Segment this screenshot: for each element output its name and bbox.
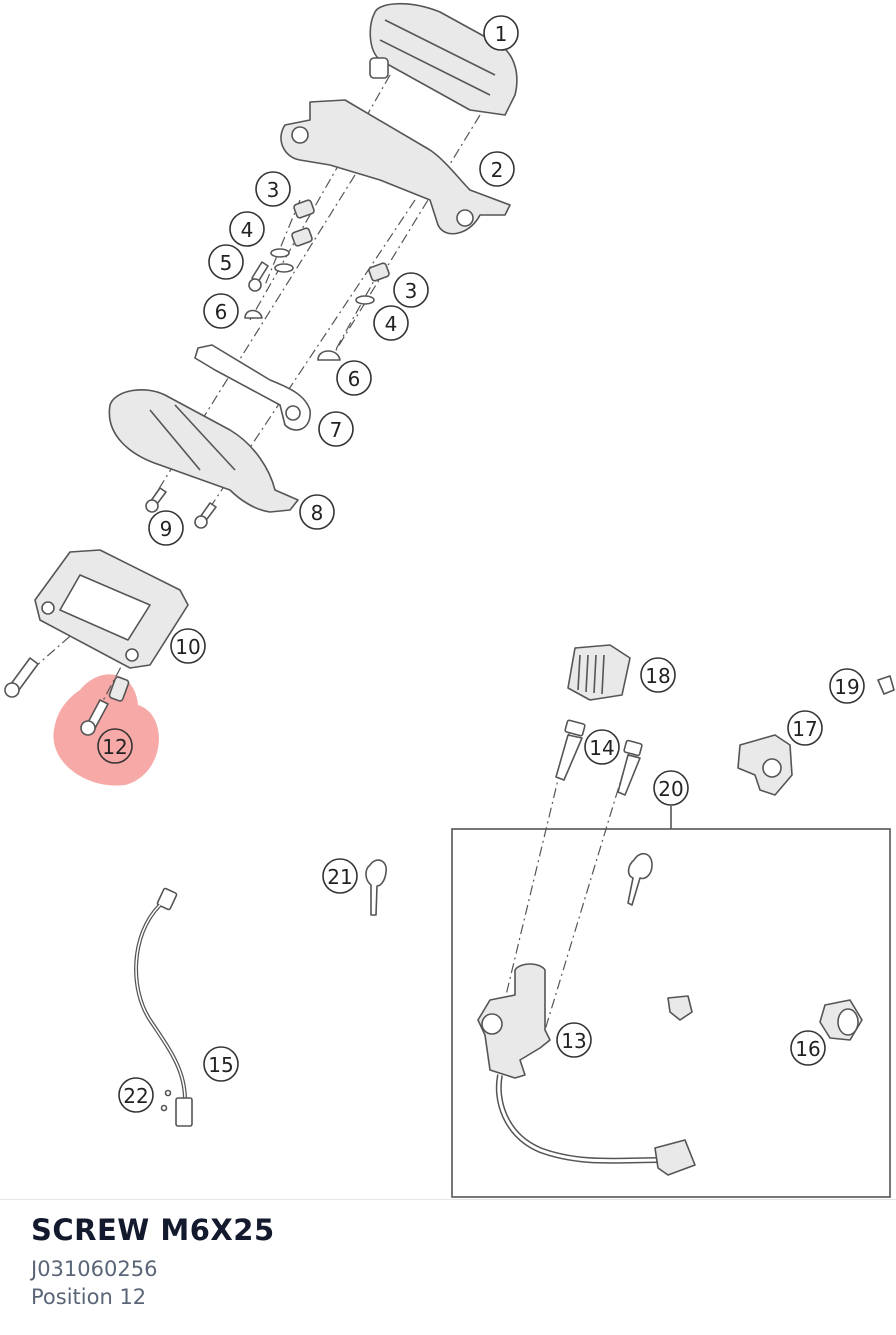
callout-9[interactable]: 9 [148,510,184,546]
part-mount-frame [34,549,189,669]
callout-3b[interactable]: 3 [393,272,429,308]
callout-6b[interactable]: 6 [336,360,372,396]
part-small-hardware [244,199,390,361]
callout-5[interactable]: 5 [208,244,244,280]
part-key-inbox [627,852,653,906]
part-cap [819,999,863,1041]
part-cover [108,389,299,513]
svg-text:22: 22 [123,1084,148,1108]
svg-text:6: 6 [348,367,361,391]
svg-text:5: 5 [220,251,233,275]
part-relay [567,644,631,701]
svg-text:4: 4 [385,312,398,336]
callout-20[interactable]: 20 [653,770,689,806]
highlight-blob [53,674,159,786]
callout-4b[interactable]: 4 [373,305,409,341]
svg-text:15: 15 [208,1053,233,1077]
svg-text:17: 17 [792,717,817,741]
exploded-parts-diagram: 1 2 3 4 5 6 3 4 6 7 8 9 10 12 18 19 17 1… [4,2,895,1198]
callout-21[interactable]: 21 [322,858,358,894]
svg-text:16: 16 [795,1037,820,1061]
callout-8[interactable]: 8 [299,494,335,530]
svg-text:18: 18 [645,664,670,688]
callout-14[interactable]: 14 [584,729,620,765]
callout-22[interactable]: 22 [118,1077,154,1113]
part-info-panel: SCREW M6X25 J031060256 Position 12 [31,1213,275,1311]
callouts: 1 2 3 4 5 6 3 4 6 7 8 9 10 12 18 19 17 1… [97,15,865,1113]
part-key [365,859,387,916]
part-ignition-lock [477,963,696,1176]
svg-text:19: 19 [834,675,859,699]
part-clip [877,675,895,695]
part-position: Position 12 [31,1284,147,1309]
part-sensor-bracket [737,734,793,796]
svg-text:13: 13 [561,1029,586,1053]
part-instrument-cluster [369,2,518,116]
callout-3[interactable]: 3 [255,171,291,207]
part-bolts-14 [555,719,643,796]
callout-17[interactable]: 17 [787,710,823,746]
svg-text:21: 21 [327,865,352,889]
callout-10[interactable]: 10 [170,628,206,664]
svg-text:7: 7 [330,418,343,442]
callout-6[interactable]: 6 [203,293,239,329]
divider [0,1199,896,1200]
callout-18[interactable]: 18 [640,657,676,693]
part-screws-12 [4,657,130,736]
svg-text:3: 3 [405,279,418,303]
svg-text:4: 4 [241,218,254,242]
part-plate [194,344,311,431]
svg-text:14: 14 [589,736,614,760]
part-number: J031060256 [31,1256,158,1281]
callout-16[interactable]: 16 [790,1030,826,1066]
svg-text:12: 12 [102,735,127,759]
callout-7[interactable]: 7 [318,411,354,447]
part-tiny-screws [160,1089,172,1112]
part-screws-9 [145,487,217,529]
svg-text:3: 3 [267,178,280,202]
assembly-lines [19,74,631,1031]
kit-box [451,806,891,1198]
svg-text:6: 6 [215,300,228,324]
callout-1[interactable]: 1 [483,15,519,51]
callout-15[interactable]: 15 [203,1046,239,1082]
svg-text:20: 20 [658,777,683,801]
callout-4[interactable]: 4 [229,211,265,247]
callout-13[interactable]: 13 [556,1022,592,1058]
callout-19[interactable]: 19 [829,668,865,704]
svg-text:1: 1 [495,22,508,46]
svg-text:9: 9 [160,517,173,541]
part-cable [134,887,193,1127]
svg-text:10: 10 [175,635,200,659]
callout-2[interactable]: 2 [479,151,515,187]
part-name: SCREW M6X25 [31,1213,275,1247]
part-nut-inbox [667,995,693,1021]
part-bracket [280,99,511,235]
callout-12-highlighted[interactable]: 12 [97,728,133,764]
svg-text:8: 8 [311,501,324,525]
svg-text:2: 2 [491,158,504,182]
